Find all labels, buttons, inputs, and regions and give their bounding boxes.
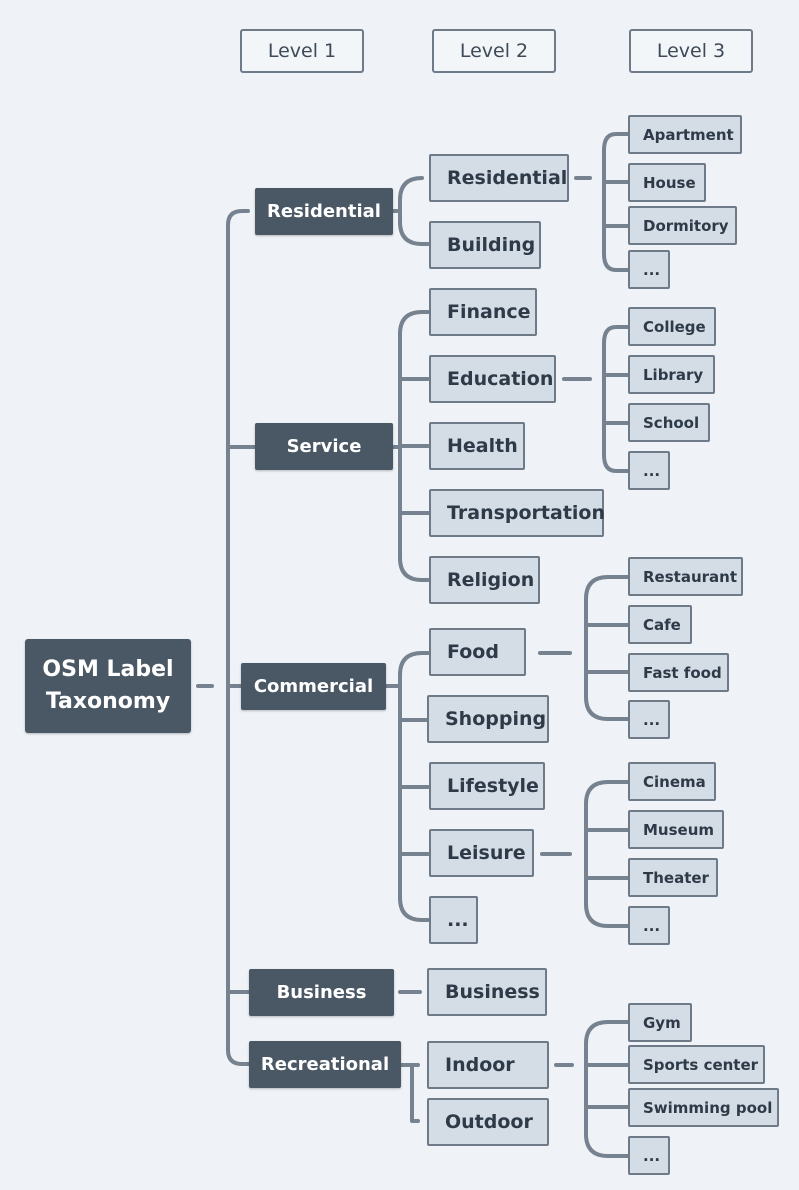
level3-theater: Theater xyxy=(628,858,718,897)
level2-residential: Residential xyxy=(429,154,569,202)
connector-residential-l3 xyxy=(574,132,630,272)
root-node: OSM Label Taxonomy xyxy=(25,639,191,733)
level3-food-more: ... xyxy=(628,700,670,739)
connector-root-level1 xyxy=(196,209,256,1066)
connector-education-l3 xyxy=(562,325,630,473)
level2-header: Level 2 xyxy=(432,29,556,73)
level2-leisure: Leisure xyxy=(429,829,534,877)
level2-transportation: Transportation xyxy=(429,489,605,537)
level3-restaurant: Restaurant xyxy=(628,557,743,596)
level3-leisure-more: ... xyxy=(628,906,670,945)
connector-leisure-l3 xyxy=(540,780,630,928)
level3-library: Library xyxy=(628,355,715,394)
level3-museum: Museum xyxy=(628,810,724,849)
level2-education: Education xyxy=(429,355,556,403)
level3-residential-more: ... xyxy=(628,250,670,289)
level3-apartment: Apartment xyxy=(628,115,742,154)
connector-recreational xyxy=(399,1063,420,1123)
level2-finance: Finance xyxy=(429,288,537,336)
level3-gym: Gym xyxy=(628,1003,692,1042)
level3-education-more: ... xyxy=(628,451,670,490)
level1-business: Business xyxy=(249,969,394,1016)
level1-recreational: Recreational xyxy=(249,1041,401,1088)
level2-business: Business xyxy=(427,968,547,1016)
level2-outdoor: Outdoor xyxy=(427,1098,549,1146)
level1-header: Level 1 xyxy=(240,29,364,73)
level3-cafe: Cafe xyxy=(628,605,692,644)
level2-health: Health xyxy=(429,422,525,470)
level3-swimming-pool: Swimming pool xyxy=(628,1088,779,1127)
level2-shopping: Shopping xyxy=(427,695,549,743)
level3-sports-center: Sports center xyxy=(628,1045,765,1084)
level2-indoor: Indoor xyxy=(427,1041,549,1089)
level1-service: Service xyxy=(255,423,393,470)
level2-food: Food xyxy=(429,628,526,676)
connector-service xyxy=(391,310,430,582)
level3-college: College xyxy=(628,307,716,346)
level2-religion: Religion xyxy=(429,556,540,604)
connector-indoor-l3 xyxy=(554,1020,630,1158)
level1-residential: Residential xyxy=(255,188,393,235)
level3-header: Level 3 xyxy=(629,29,753,73)
level2-more: ... xyxy=(429,896,478,944)
level3-house: House xyxy=(628,163,706,202)
level1-commercial: Commercial xyxy=(241,663,386,710)
level3-cinema: Cinema xyxy=(628,762,716,801)
level3-dormitory: Dormitory xyxy=(628,206,737,245)
level2-lifestyle: Lifestyle xyxy=(429,762,545,810)
level2-building: Building xyxy=(429,221,541,269)
level3-fast-food: Fast food xyxy=(628,653,729,692)
level3-school: School xyxy=(628,403,710,442)
connector-food-l3 xyxy=(538,575,630,721)
level3-indoor-more: ... xyxy=(628,1136,670,1175)
connector-commercial xyxy=(384,651,430,922)
connector-residential xyxy=(391,176,430,246)
